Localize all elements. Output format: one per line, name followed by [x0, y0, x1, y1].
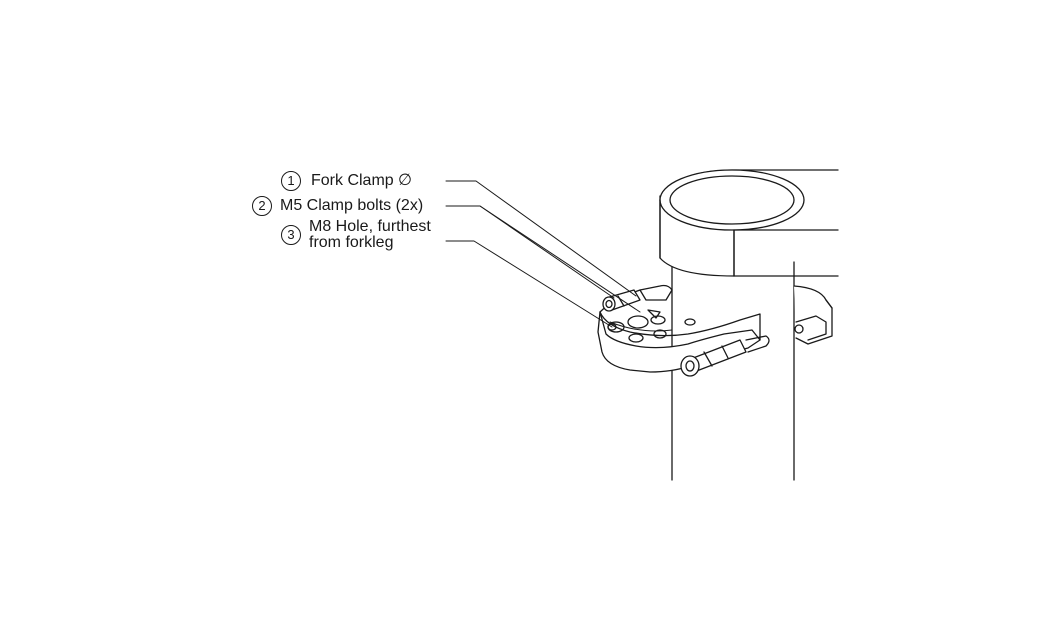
- callout-label-fork-clamp: Fork Clamp ∅: [311, 172, 413, 189]
- clamp-ring-right: [793, 285, 833, 345]
- callout-label-m8-hole-line2: from forkleg: [309, 234, 394, 251]
- callout-number-1: 1: [281, 171, 301, 191]
- m5-bolt-upper: [602, 289, 641, 312]
- callout-label-m5-clamp-bolts: M5 Clamp bolts (2x): [280, 197, 424, 214]
- callout-label-m8-hole-line1: M8 Hole, furthest: [309, 218, 431, 235]
- m5-bolt-lower: [680, 335, 770, 377]
- callout-number-3: 3: [281, 225, 301, 245]
- triple-clamp: [659, 169, 839, 277]
- leader-lines: [445, 180, 641, 328]
- callout-number-2: 2: [252, 196, 272, 216]
